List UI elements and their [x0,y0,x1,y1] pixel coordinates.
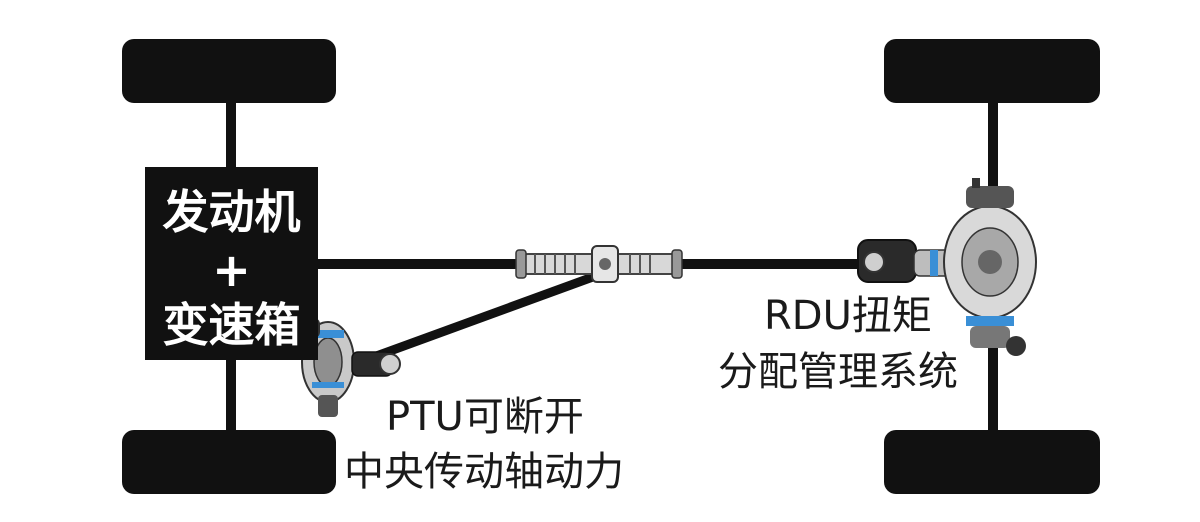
rear-right-wheel [884,430,1100,494]
engine-gearbox-block: 发动机 + 变速箱 [145,167,318,360]
ptu-driveshaft [358,265,614,367]
ptu-label-line1: PTU可断开 [386,394,584,440]
plus-sign: + [212,243,251,297]
rdu-unit [857,178,1037,356]
front-left-wheel [122,39,336,103]
gearbox-label: 变速箱 [162,298,301,352]
engine-label: 发动机 [162,185,301,239]
front-right-wheel [122,430,336,494]
ptu-label-line2: 中央传动轴动力 [344,449,624,495]
rear-left-wheel [884,39,1100,103]
center-coupling [515,245,683,283]
rdu-label-line1: RDU扭矩 [764,293,932,339]
rdu-label-line2: 分配管理系统 [718,349,958,395]
